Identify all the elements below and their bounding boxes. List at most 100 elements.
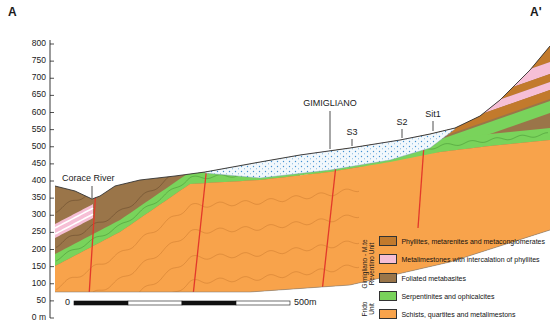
axis-label-text: 800	[32, 38, 46, 48]
town-label: GIMIGLIANO	[303, 99, 357, 109]
foliation-line	[56, 133, 548, 261]
leader-line	[330, 111, 331, 149]
axis-label: 750	[32, 56, 46, 65]
axis-tick	[50, 249, 54, 250]
scale-label: 500m	[294, 298, 317, 308]
axis-label: 400	[32, 176, 46, 185]
axis-label-text: 750	[32, 55, 46, 65]
leader-line	[433, 121, 434, 131]
site-label: S2	[396, 118, 407, 128]
axis-label: 200	[32, 245, 46, 254]
axis-label: 800	[32, 39, 46, 48]
axis-label: 700	[32, 74, 46, 83]
site-label: Sit1	[425, 110, 441, 120]
scale-label-text: 500m	[294, 297, 317, 307]
foliation-line	[56, 241, 359, 327]
geology	[50, 0, 550, 327]
axis-tick	[50, 146, 54, 147]
river-label-text: Corace River	[62, 173, 115, 183]
fault-line	[193, 165, 207, 296]
axis-tick	[50, 283, 54, 284]
axis-label-text: 200	[32, 244, 46, 254]
leader-line	[92, 186, 93, 198]
axis-tick	[50, 266, 54, 267]
axis-tick	[50, 129, 54, 130]
section-base	[55, 230, 550, 292]
axis-label: 150	[32, 262, 46, 271]
axis-label-text: 550	[32, 124, 46, 134]
section-end: A	[8, 6, 17, 19]
legend-text: Serpentinites and ophicalcites	[401, 293, 494, 300]
axis-label-text: 150	[32, 261, 46, 271]
axis-tick	[50, 318, 54, 319]
axis-label-text: 50	[37, 295, 46, 305]
axis-label: 250	[32, 228, 46, 237]
legend-row: Phyllites, metarenites and metaconglomer…	[379, 236, 545, 246]
section-end-text: A	[8, 5, 17, 19]
unit-label: Frido Unit	[361, 298, 376, 320]
foliation-line	[56, 189, 359, 290]
rock-band	[300, 0, 550, 150]
fault-line	[322, 165, 336, 292]
axis-label: 450	[32, 159, 46, 168]
axis-label: 600	[32, 108, 46, 117]
axis-label-text: 500	[32, 141, 46, 151]
axis-label-text: 0 m	[32, 312, 46, 322]
legend-text: Foliated metabasites	[401, 275, 466, 282]
site-label-text: Sit1	[425, 109, 441, 119]
foliation-line	[56, 162, 200, 248]
axis-label-text: 450	[32, 158, 46, 168]
axis-tick	[50, 112, 54, 113]
site-label-text: S2	[396, 117, 407, 127]
legend-swatch	[379, 309, 397, 319]
axis-label-text: 250	[32, 227, 46, 237]
phyllite-stripe	[55, 214, 93, 234]
axis-label-text: 300	[32, 210, 46, 220]
axis-label: 100	[32, 279, 46, 288]
axis-tick	[50, 78, 54, 79]
axis-label-text: 400	[32, 175, 46, 185]
foliation-line	[56, 127, 200, 213]
legend-row: Foliated metabasites	[379, 273, 466, 283]
axis-label: 300	[32, 211, 46, 220]
unit-label-text: Gimigliano - M.te Reventino Unit	[361, 239, 375, 288]
axis-label-text: 700	[32, 73, 46, 83]
scale-bar	[236, 301, 290, 305]
axis-label: 350	[32, 193, 46, 202]
axis-tick	[50, 95, 54, 96]
axis-label: 500	[32, 142, 46, 151]
legend-swatch	[379, 291, 397, 301]
axis-tick	[50, 198, 54, 199]
section-end-text: A'	[530, 5, 542, 19]
scale-label: 0	[65, 298, 70, 308]
axis-tick	[50, 44, 54, 45]
axis-tick	[50, 232, 54, 233]
river-label: Corace River	[62, 174, 115, 184]
fault-line	[418, 145, 424, 228]
axis-tick	[50, 61, 54, 62]
legend-text: Metalimestones with intercalation of phy…	[401, 256, 539, 263]
axis-label: 0 m	[32, 313, 46, 322]
axis-tick	[50, 300, 54, 301]
axis-label: 650	[32, 91, 46, 100]
axis-label: 50	[37, 296, 46, 305]
axis-tick	[50, 215, 54, 216]
legend-row: Serpentinites and ophicalcites	[379, 291, 494, 301]
axis-label-text: 100	[32, 278, 46, 288]
axis-label: 550	[32, 125, 46, 134]
legend-text: Phyllites, metarenites and metaconglomer…	[401, 238, 545, 245]
metabasite-layer	[50, 30, 550, 327]
legend-swatch	[379, 273, 397, 283]
topographic-profile	[55, 46, 550, 199]
site-label: S3	[346, 128, 357, 138]
axis-tick	[50, 181, 54, 182]
scale-label-text: 0	[65, 297, 70, 307]
axis-label-text: 350	[32, 192, 46, 202]
fault-line	[89, 188, 96, 296]
legend-swatch	[379, 254, 397, 264]
axis-tick	[50, 163, 54, 164]
scale-bar	[182, 301, 236, 305]
phyllite-stripe	[55, 208, 93, 228]
section-end: A'	[530, 6, 542, 19]
